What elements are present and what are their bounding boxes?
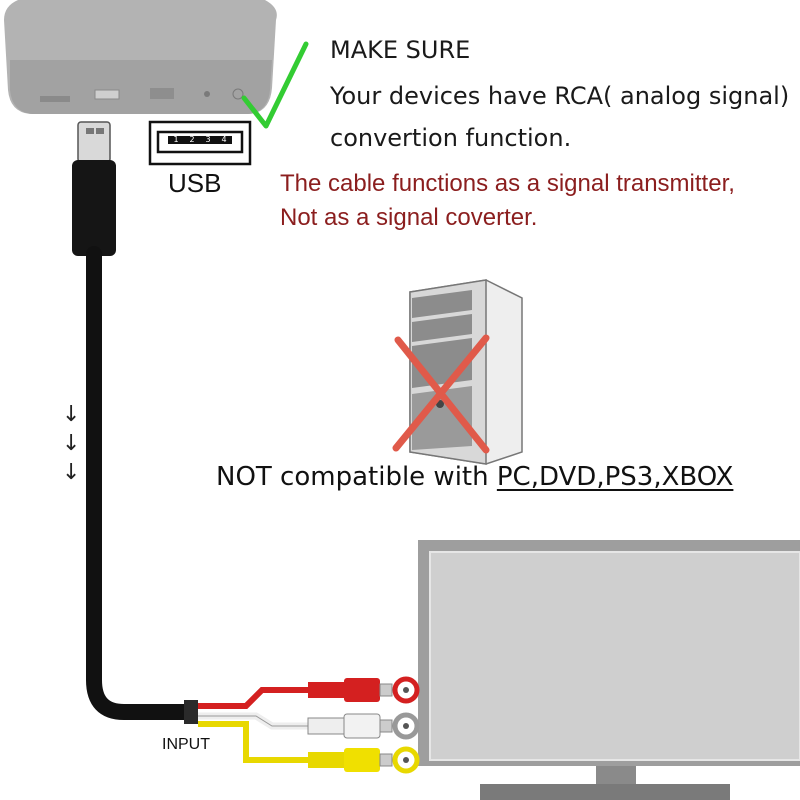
compatibility-prefix: NOT compatible with [216,462,497,492]
rca-plug-red [308,678,393,702]
computer-tower-icon [409,279,523,465]
checkmark-icon [241,41,309,129]
rca-plug-yellow [308,748,393,772]
usb-pin: 4 [221,135,227,144]
requirement-line-2: convertion function. [330,124,572,152]
compatibility-note: NOT compatible with PC,DVD,PS3,XBOX [216,462,733,492]
usb-pin-labels: 1 2 3 4 [168,136,232,144]
usb-pin: 3 [205,135,211,144]
down-arrow-icon: ↓ [62,460,81,485]
direction-arrows: ↓ ↓ ↓ [62,400,80,487]
down-arrow-icon: ↓ [62,402,81,427]
down-arrow-icon: ↓ [62,431,81,456]
cross-icon [392,334,490,454]
incompatible-devices: PC,DVD,PS3,XBOX [496,462,734,492]
make-sure-heading: MAKE SURE [330,36,471,64]
usb-cable [72,121,198,724]
input-label: INPUT [162,736,210,753]
usb-label: USB [168,168,222,198]
requirement-line-1: Your devices have RCA( analog signal) [330,82,790,110]
set-top-box-icon [4,0,277,114]
rca-jack-icon [392,676,420,774]
usb-pin: 1 [173,135,179,144]
warning-line-2: Not as a signal coverter. [280,204,538,231]
rca-cables [198,678,393,772]
rca-plug-white [307,713,393,739]
usb-pin: 2 [189,135,195,144]
usb-port-icon [148,120,252,166]
tv-monitor-icon [418,540,800,800]
warning-line-1: The cable functions as a signal transmit… [280,170,735,197]
